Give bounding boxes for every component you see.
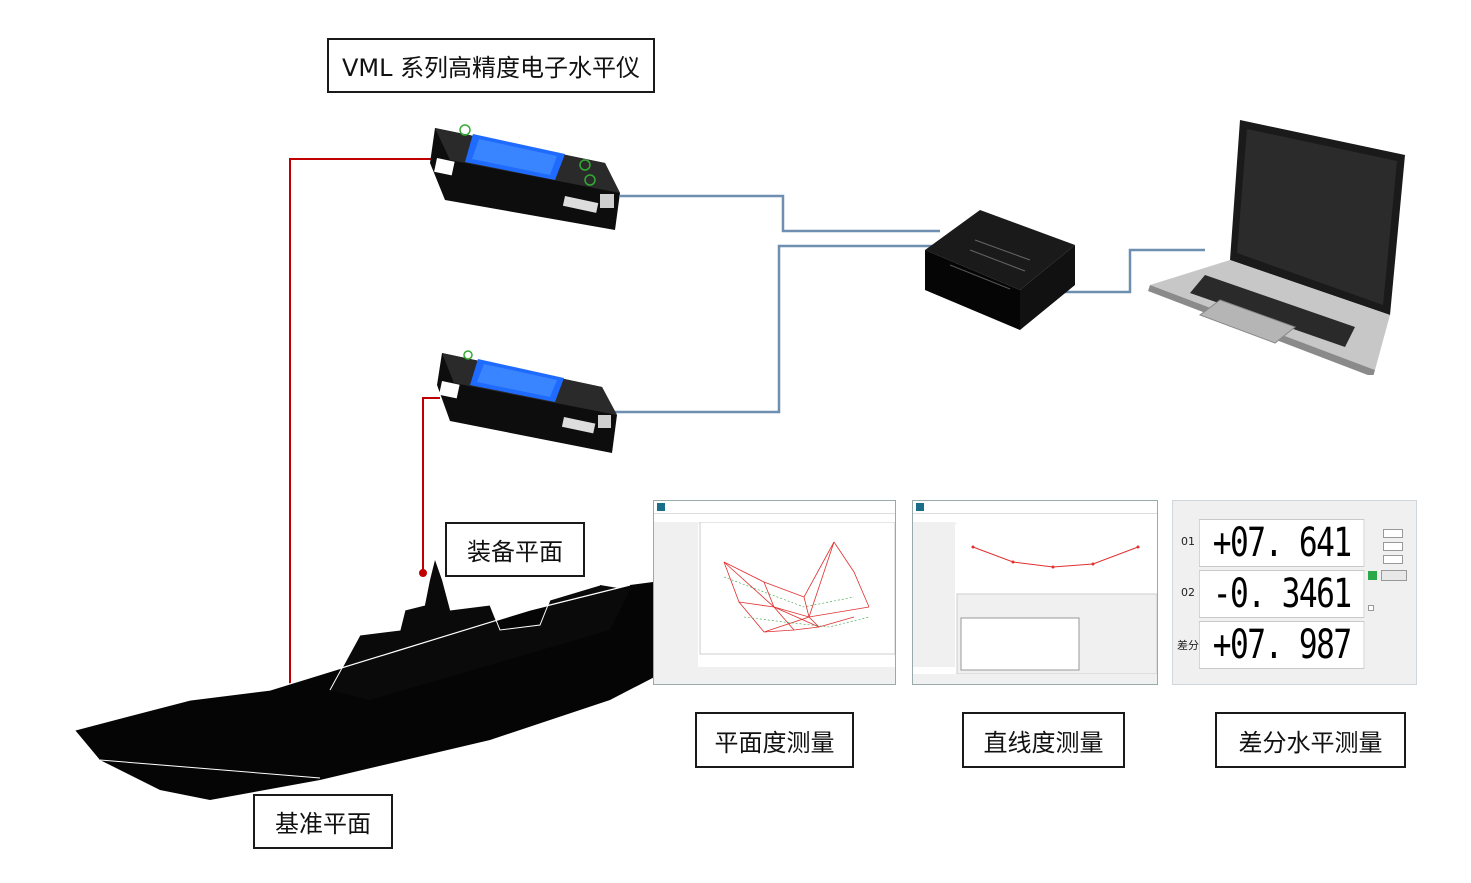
channel-label: 02 [1181, 586, 1195, 599]
laptop-computer [1148, 120, 1405, 375]
channel-value: +07. 641 [1199, 519, 1365, 567]
equipment-plane-label: 装备平面 [445, 522, 585, 577]
laser-line-reference [289, 158, 432, 755]
difference-row: 差分 +07. 987 [1173, 619, 1369, 669]
electronic-level-1 [430, 124, 620, 230]
app-icon [916, 503, 924, 511]
channel-01-row: 01 +07. 641 [1173, 517, 1369, 567]
straightness-line-plot [913, 522, 1157, 684]
device-title-label: VML 系列高精度电子水平仪 [327, 38, 655, 93]
reference-plane-label: 基准平面 [253, 794, 393, 849]
flatness-label: 平面度测量 [695, 712, 854, 768]
port-select[interactable] [1383, 529, 1403, 538]
channel-02-row: 02 -0. 3461 [1173, 568, 1369, 618]
cable-level-1 [620, 194, 940, 233]
close-port-button[interactable] [1381, 570, 1407, 581]
data-acquisition-unit [925, 210, 1075, 330]
channel-label: 差分 [1177, 639, 1199, 652]
differential-software-window: 01 +07. 641 02 -0. 3461 差分 +07. 987 [1172, 500, 1417, 685]
straightness-label: 直线度测量 [962, 712, 1125, 768]
flatness-3d-mesh-plot [654, 522, 895, 684]
laser-line-equipment [422, 397, 440, 575]
channel-value: -0. 3461 [1199, 570, 1365, 618]
channel-label: 01 [1181, 535, 1195, 548]
cable-level-2 [615, 244, 940, 414]
sync-checkbox[interactable] [1368, 605, 1374, 611]
warship-image [74, 560, 668, 800]
straightness-window-titlebar [913, 501, 1157, 514]
app-icon [657, 503, 665, 511]
electronic-level-2 [437, 350, 617, 453]
interval-input[interactable] [1383, 555, 1403, 564]
flatness-window-titlebar [654, 501, 895, 514]
channel-value: +07. 987 [1199, 621, 1365, 669]
baud-select[interactable] [1383, 542, 1403, 551]
flatness-software-window [653, 500, 896, 685]
connect-status-icon [1368, 571, 1377, 580]
differential-label: 差分水平测量 [1215, 712, 1406, 768]
straightness-software-window [912, 500, 1158, 685]
cable-laptop [1058, 248, 1205, 294]
